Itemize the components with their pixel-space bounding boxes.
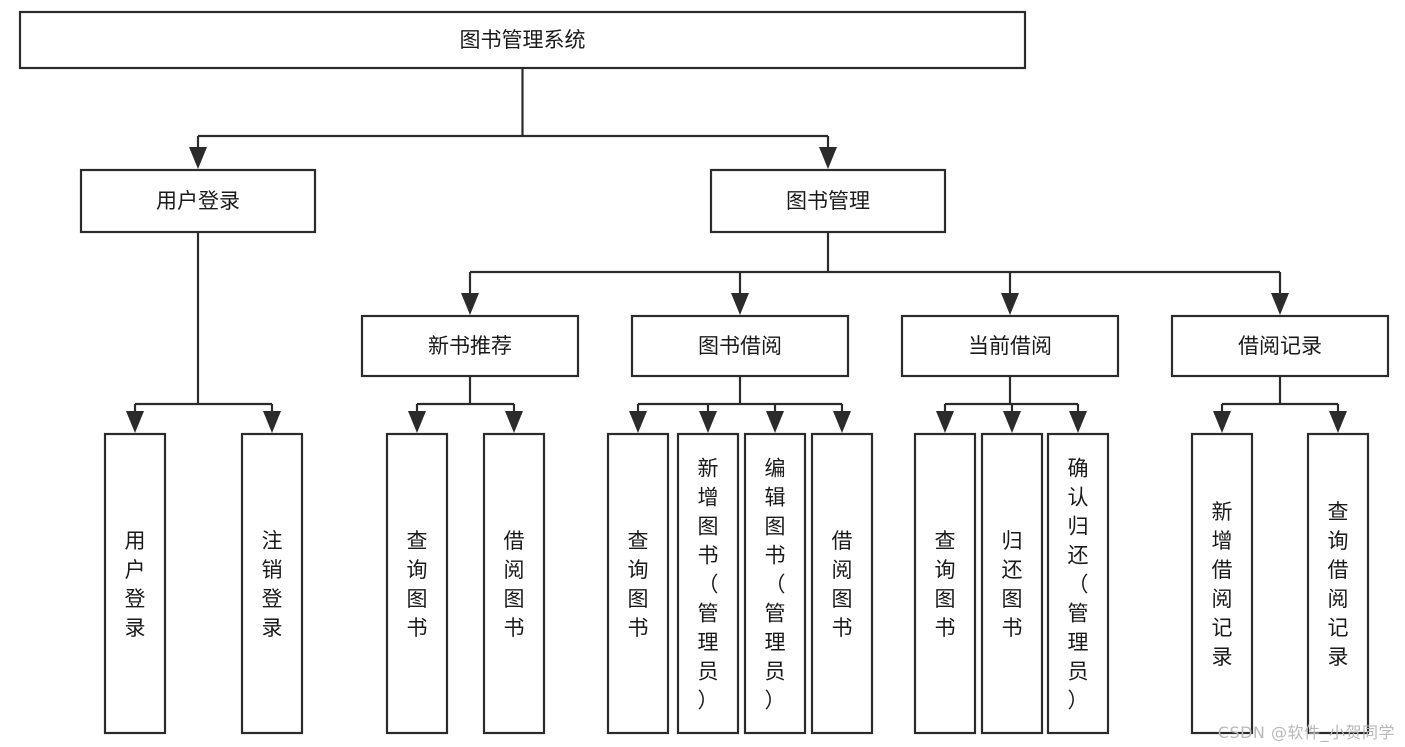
node-label-borrow-borrow-book: 借阅图书 (832, 529, 853, 640)
connector-bookmgmt-to-level2 (461, 232, 1289, 315)
node-box-new-book-recommend (360, 314, 580, 378)
node-label-current-confirm-return: 确认归还（管理员） (1068, 457, 1089, 713)
arrowhead-icon (461, 293, 479, 315)
node-root[interactable]: 图书管理系统 (18, 10, 1027, 70)
node-label-current-borrow: 当前借阅 (968, 334, 1052, 358)
node-records-query[interactable]: 查询借阅记录 (1306, 432, 1370, 735)
arrowhead-icon (1213, 411, 1231, 433)
node-box-current-confirm-return (1046, 432, 1110, 735)
node-box-recommend-borrow-book (482, 432, 546, 735)
node-recommend-borrow-book[interactable]: 借阅图书 (482, 432, 546, 735)
arrowhead-icon (766, 411, 784, 433)
node-book-management[interactable]: 图书管理 (709, 168, 947, 234)
node-box-borrow-edit-book (743, 432, 807, 735)
node-label-user-login: 用户登录 (156, 189, 240, 213)
node-label-current-return-book: 归还图书 (1002, 529, 1023, 640)
node-label-book-management: 图书管理 (786, 189, 870, 213)
node-logout-leaf[interactable]: 注销登录 (240, 432, 304, 735)
connector-root-to-level1 (189, 68, 837, 169)
arrowhead-icon (819, 147, 837, 169)
node-current-return-book[interactable]: 归还图书 (980, 432, 1044, 735)
arrowhead-icon (1329, 411, 1347, 433)
node-box-book-management (709, 168, 947, 234)
arrowhead-icon (629, 411, 647, 433)
node-box-borrow-borrow-book (810, 432, 874, 735)
arrowhead-icon (1271, 293, 1289, 315)
node-user-login-leaf[interactable]: 用户登录 (103, 432, 167, 735)
node-borrow-add-book[interactable]: 新增图书（管理员） (676, 432, 740, 735)
node-current-query-book[interactable]: 查询图书 (913, 432, 977, 735)
node-user-login[interactable]: 用户登录 (79, 168, 317, 234)
node-label-borrow-add-book: 新增图书（管理员） (698, 457, 719, 713)
arrowhead-icon (126, 411, 144, 433)
node-box-borrow-records (1170, 314, 1390, 378)
arrowhead-icon (1069, 411, 1087, 433)
node-borrow-edit-book[interactable]: 编辑图书（管理员） (743, 432, 807, 735)
node-records-add[interactable]: 新增借阅记录 (1190, 432, 1254, 735)
node-box-user-login-leaf (103, 432, 167, 735)
node-box-records-query (1306, 432, 1370, 735)
node-borrow-records[interactable]: 借阅记录 (1170, 314, 1390, 378)
connector-currentborrow-to-leaves (936, 376, 1087, 433)
node-box-borrow-add-book (676, 432, 740, 735)
arrowhead-icon (263, 411, 281, 433)
node-label-borrow-records: 借阅记录 (1238, 334, 1322, 358)
node-label-root: 图书管理系统 (460, 28, 586, 52)
connector-records-to-leaves (1213, 376, 1347, 433)
node-book-borrow[interactable]: 图书借阅 (630, 314, 850, 378)
csdn-watermark: CSDN @软件_小贺同学 (1217, 723, 1395, 742)
node-label-book-borrow: 图书借阅 (698, 334, 782, 358)
node-new-book-recommend[interactable]: 新书推荐 (360, 314, 580, 378)
node-box-records-add (1190, 432, 1254, 735)
node-label-recommend-query-book: 查询图书 (407, 529, 428, 640)
node-label-current-query-book: 查询图书 (935, 529, 956, 640)
arrowhead-icon (189, 147, 207, 169)
arrowhead-icon (699, 411, 717, 433)
arrowhead-icon (731, 293, 749, 315)
connector-bookborrow-to-leaves (629, 376, 851, 433)
node-label-records-query: 查询借阅记录 (1328, 500, 1349, 669)
arrowhead-icon (408, 411, 426, 433)
node-current-borrow[interactable]: 当前借阅 (900, 314, 1120, 378)
node-box-current-return-book (980, 432, 1044, 735)
diagram-nodes-layer: 图书管理系统用户登录用户登录注销登录图书管理新书推荐查询图书借阅图书图书借阅查询… (18, 10, 1390, 735)
node-borrow-borrow-book[interactable]: 借阅图书 (810, 432, 874, 735)
node-label-recommend-borrow-book: 借阅图书 (504, 529, 525, 640)
node-box-root (18, 10, 1027, 70)
node-box-current-borrow (900, 314, 1120, 378)
node-box-borrow-query-book (606, 432, 670, 735)
node-box-recommend-query-book (385, 432, 449, 735)
arrowhead-icon (1001, 293, 1019, 315)
node-box-current-query-book (913, 432, 977, 735)
arrowhead-icon (833, 411, 851, 433)
arrowhead-icon (505, 411, 523, 433)
node-box-book-borrow (630, 314, 850, 378)
connector-recommend-to-leaves (408, 376, 523, 433)
node-current-confirm-return[interactable]: 确认归还（管理员） (1046, 432, 1110, 735)
node-label-borrow-edit-book: 编辑图书（管理员） (765, 457, 786, 713)
node-label-borrow-query-book: 查询图书 (628, 529, 649, 640)
node-recommend-query-book[interactable]: 查询图书 (385, 432, 449, 735)
node-box-logout-leaf (240, 432, 304, 735)
node-borrow-query-book[interactable]: 查询图书 (606, 432, 670, 735)
node-label-user-login-leaf: 用户登录 (125, 529, 146, 640)
arrowhead-icon (1003, 411, 1021, 433)
connector-userlogin-to-leaves (126, 232, 281, 433)
node-label-records-add: 新增借阅记录 (1212, 500, 1233, 669)
arrowhead-icon (936, 411, 954, 433)
node-label-new-book-recommend: 新书推荐 (428, 334, 512, 358)
node-label-logout-leaf: 注销登录 (262, 529, 283, 640)
connector-edges-layer (126, 68, 1347, 433)
node-box-user-login (79, 168, 317, 234)
